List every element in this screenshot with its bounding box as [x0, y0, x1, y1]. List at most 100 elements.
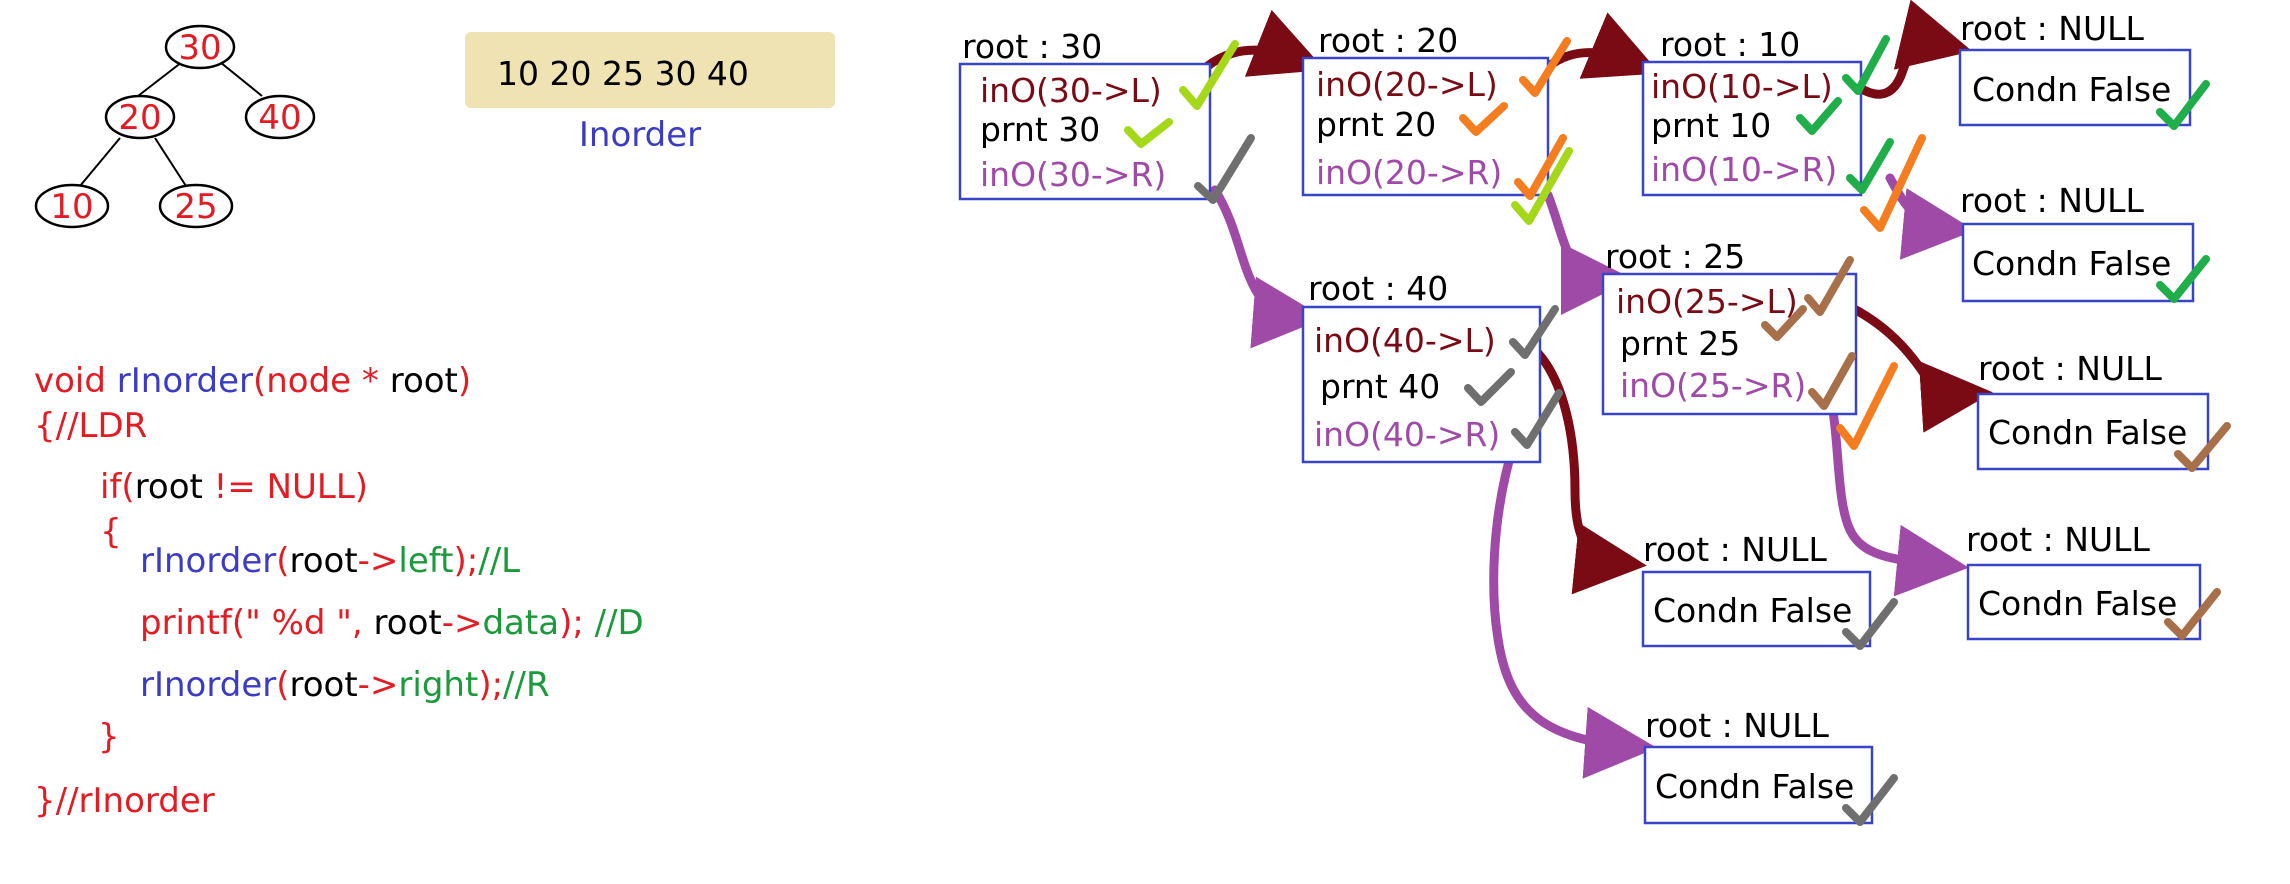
code-line-right: rInorder(root->right);//R: [140, 665, 550, 705]
check-icon: [1808, 352, 1856, 410]
null-frame-5: root : NULL Condn False: [1641, 530, 1872, 648]
frame-title: root : 20: [1318, 21, 1458, 60]
output-caption: Inorder: [579, 115, 701, 155]
check-icon: [1804, 256, 1854, 316]
null-frame-4: root : NULL Condn False: [1966, 520, 2202, 641]
frame-call-right: inO(20->R): [1316, 153, 1502, 192]
tree-node-10: 10: [34, 183, 110, 229]
frame-call-left: inO(40->L): [1314, 321, 1496, 360]
code-token: root: [289, 665, 357, 705]
code-token: //rInorder: [56, 781, 215, 821]
frame-print: prnt 30: [980, 110, 1100, 149]
code-token: ->: [358, 665, 399, 705]
frame-title: root : NULL: [1960, 9, 2144, 48]
code-token: data: [482, 603, 559, 643]
check-icon: [1511, 389, 1563, 449]
frame-condition: Condn False: [1988, 413, 2187, 452]
code-token: != NULL): [203, 467, 368, 507]
code-token: //LDR: [56, 406, 148, 446]
check-icon: [1842, 35, 1890, 95]
code-token: printf(" %d ",: [140, 603, 374, 643]
code-line-signature: void rInorder(node * root): [34, 361, 471, 401]
null-frame-2: root : NULL Condn False: [1960, 181, 2195, 303]
code-line-inner-close: }: [98, 717, 120, 757]
arrow-10-right-to-null: [1885, 173, 1975, 260]
code-token: ): [458, 361, 471, 401]
code-token: (: [276, 541, 289, 581]
code-token: );: [559, 603, 595, 643]
binary-tree: 30 20 40 10 25: [34, 24, 316, 229]
frame-title: root : 25: [1605, 237, 1745, 276]
code-token: if(: [100, 467, 135, 507]
call-arrows: [1180, 0, 1993, 779]
code-line-open: {//LDR: [34, 406, 147, 446]
code-token: right: [398, 665, 478, 705]
output-sequence: 10 20 25 30 40: [497, 54, 749, 93]
code-token: root: [374, 603, 442, 643]
frame-box: [1961, 222, 2195, 303]
check-icon: [1842, 598, 1898, 650]
frame-box: [1641, 60, 1863, 197]
tree-node-20: 20: [104, 94, 176, 140]
check-icon: [1796, 97, 1842, 135]
output-panel: 10 20 25 30 40 Inorder: [465, 32, 835, 155]
frame-title: root : 30: [962, 27, 1102, 66]
frame-call-left: inO(25->L): [1616, 282, 1798, 321]
null-frame-6: root : NULL Condn False: [1643, 706, 1874, 825]
frame-box: [1643, 745, 1874, 825]
frame-title: root : NULL: [1966, 520, 2150, 559]
code-token: //L: [478, 541, 520, 581]
frame-print: prnt 10: [1651, 106, 1771, 145]
frame-condition: Condn False: [1972, 244, 2171, 283]
code-token: rInorder: [140, 665, 276, 705]
check-icon: [1509, 305, 1559, 359]
arrow-10-left-to-null: [1855, 0, 1973, 99]
check-icon: [2174, 422, 2231, 472]
frame-call-left: inO(10->L): [1651, 67, 1833, 106]
code-token: (: [276, 665, 289, 705]
frame-title: root : 10: [1660, 25, 1800, 64]
check-icon: [2164, 588, 2221, 640]
arrow-40-right-to-null: [1489, 435, 1657, 779]
tree-node-label: 20: [118, 98, 161, 138]
frame-call-left: inO(20->L): [1316, 65, 1498, 104]
check-icon: [1511, 147, 1573, 225]
code-token: );: [478, 665, 503, 705]
arrow-40-left-to-null: [1530, 345, 1647, 595]
frame-condition: Condn False: [1655, 767, 1854, 806]
frame-call-right: inO(30->R): [980, 155, 1166, 194]
code-line-close: }//rInorder: [34, 781, 215, 821]
tree-edge-30-20: [137, 61, 183, 97]
frame-title: root : NULL: [1643, 530, 1827, 569]
frame-box: [1958, 48, 2192, 127]
frame-30: root : 30 inO(30->L) prnt 30 inO(30->R): [958, 27, 1212, 201]
code-token: root: [289, 541, 357, 581]
frame-box: [1976, 392, 2210, 471]
code-block: void rInorder(node * root) {//LDR if( roo…: [34, 361, 644, 821]
check-icon: [2156, 80, 2210, 130]
tree-node-label: 10: [50, 187, 93, 227]
arrow-30-right-to-40: [1210, 185, 1325, 349]
code-token: ->: [358, 541, 399, 581]
code-token: (node *: [253, 361, 390, 401]
check-icon: [1514, 134, 1567, 200]
code-token: ->: [442, 603, 483, 643]
frame-box: [1966, 563, 2202, 641]
check-icon: [1846, 138, 1894, 194]
code-line-print: printf(" %d ", root->data); //D: [140, 603, 644, 643]
check-icon: [1842, 774, 1898, 826]
frame-40: root : 40 inO(40->L) prnt 40 inO(40->R): [1301, 269, 1542, 464]
tree-node-40: 40: [244, 94, 316, 140]
tree-node-label: 30: [178, 28, 221, 68]
frame-box: [958, 62, 1212, 201]
null-frame-3: root : NULL Condn False: [1976, 349, 2210, 471]
frame-25: root : 25 inO(25->L) prnt 25 inO(25->R): [1601, 237, 1858, 416]
check-icon: [2156, 255, 2210, 303]
frame-20: root : 20 inO(20->L) prnt 20 inO(20->R): [1301, 21, 1550, 197]
check-icon: [1464, 368, 1515, 406]
frame-call-right: inO(25->R): [1620, 366, 1806, 405]
code-token: left: [398, 541, 453, 581]
tree-node-label: 40: [258, 98, 301, 138]
check-icon: [1860, 134, 1926, 232]
